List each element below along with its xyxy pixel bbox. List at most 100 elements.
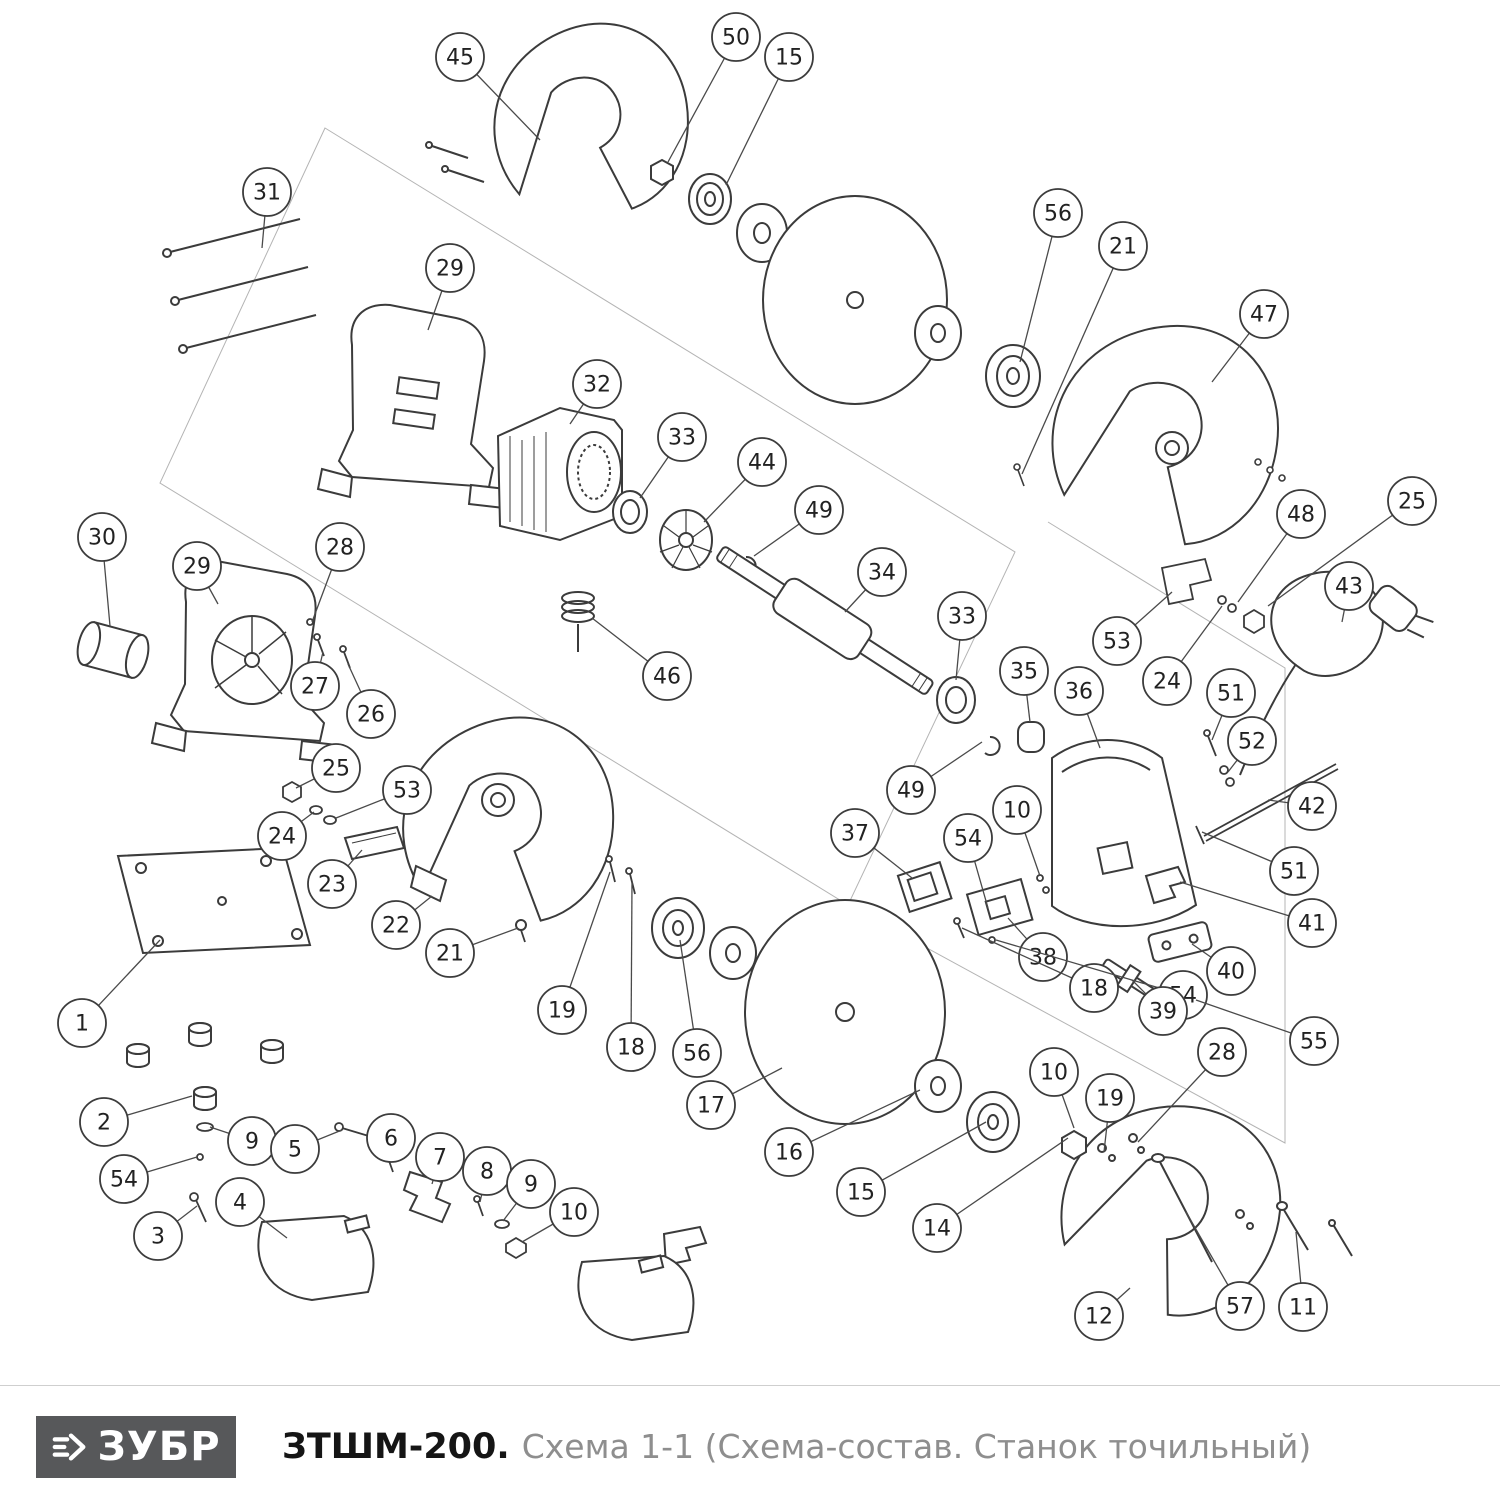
- callout-49: 49: [886, 741, 983, 815]
- callout-balloon: [257, 811, 307, 861]
- callout-40: 40: [1191, 943, 1256, 996]
- callout-number: 18: [617, 1036, 645, 1061]
- callout-52: 52: [1227, 716, 1277, 773]
- callout-49: 49: [753, 485, 844, 557]
- circlip-49b: [984, 735, 1001, 756]
- callout-balloon: [1138, 986, 1188, 1036]
- callout-balloon: [549, 1187, 599, 1237]
- callout-number: 29: [436, 257, 464, 282]
- guard-47-screws: [1013, 458, 1286, 487]
- callout-balloon: [572, 359, 622, 409]
- callout-14: 14: [912, 1137, 1069, 1253]
- callout-9: 9: [209, 1116, 277, 1166]
- callout-number: 24: [268, 825, 296, 850]
- callout-number: 9: [524, 1173, 538, 1198]
- callout-number: 33: [668, 426, 696, 451]
- callout-balloon: [425, 243, 475, 293]
- callout-10: 10: [992, 785, 1042, 877]
- callout-balloon: [1142, 656, 1192, 706]
- callout-50: 50: [667, 12, 761, 163]
- callout-balloon: [764, 32, 814, 82]
- callout-24: 24: [1142, 605, 1223, 706]
- callout-number: 53: [1103, 630, 1131, 655]
- motor-housing-29-bottom: [150, 560, 339, 765]
- callout-balloon: [1069, 963, 1119, 1013]
- callout-number: 33: [948, 605, 976, 630]
- callout-46: 46: [591, 617, 692, 701]
- callout-balloon: [382, 765, 432, 815]
- callout-number: 36: [1065, 680, 1093, 705]
- callout-balloon: [1287, 898, 1337, 948]
- model-number: ЗТШМ-200.: [282, 1427, 510, 1467]
- callout-balloon: [1206, 668, 1256, 718]
- callout-balloon: [290, 661, 340, 711]
- callout-54: 54: [943, 813, 993, 909]
- callout-number: 30: [88, 526, 116, 551]
- callout-number: 24: [1153, 670, 1181, 695]
- callout-57: 57: [1185, 1211, 1265, 1331]
- callout-19: 19: [537, 871, 611, 1035]
- callout-balloon: [1278, 1282, 1328, 1332]
- callout-balloon: [1387, 476, 1437, 526]
- callout-41: 41: [1179, 881, 1337, 948]
- callout-10: 10: [521, 1187, 599, 1243]
- callout-12: 12: [1074, 1287, 1131, 1341]
- callout-balloon: [366, 1113, 416, 1163]
- callout-number: 23: [318, 873, 346, 898]
- callout-number: 3: [151, 1225, 165, 1250]
- callout-34: 34: [844, 547, 907, 613]
- callout-number: 56: [683, 1042, 711, 1067]
- brand-arrow-icon: [53, 1433, 86, 1461]
- callout-number: 16: [775, 1141, 803, 1166]
- callout-balloon: [133, 1211, 183, 1261]
- callout-number: 46: [653, 665, 681, 690]
- callout-29: 29: [425, 243, 475, 331]
- callout-balloon: [642, 651, 692, 701]
- bearing-33b: [936, 676, 976, 724]
- footer-row: ЗУБР ЗТШМ-200.Схема 1-1 (Схема-состав. С…: [36, 1416, 1500, 1478]
- callout-number: 52: [1238, 730, 1266, 755]
- callout-number: 4: [233, 1191, 247, 1216]
- callout-6: 6: [366, 1113, 416, 1163]
- callout-55: 55: [1195, 999, 1339, 1066]
- callout-balloon: [1085, 1073, 1135, 1123]
- callout-number: 28: [326, 536, 354, 561]
- callout-balloon: [311, 743, 361, 793]
- callout-number: 2: [97, 1111, 111, 1136]
- callout-balloon: [711, 12, 761, 62]
- callout-balloon: [1227, 716, 1277, 766]
- callout-number: 18: [1080, 977, 1108, 1002]
- callout-10: 10: [1029, 1047, 1079, 1129]
- callout-number: 6: [384, 1127, 398, 1152]
- callout-balloon: [315, 522, 365, 572]
- callout-number: 11: [1289, 1296, 1317, 1321]
- callout-51: 51: [1206, 668, 1256, 741]
- callout-number: 10: [1040, 1061, 1068, 1086]
- eye-shield-4: [257, 1214, 375, 1302]
- callout-balloon: [307, 859, 357, 909]
- callout-balloon: [912, 1203, 962, 1253]
- callout-balloon: [172, 541, 222, 591]
- callout-number: 26: [357, 703, 385, 728]
- callout-47: 47: [1211, 289, 1289, 383]
- callout-number: 47: [1250, 303, 1278, 328]
- callout-19: 19: [1085, 1073, 1135, 1153]
- callout-15: 15: [836, 1121, 987, 1217]
- callout-number: 40: [1217, 960, 1245, 985]
- callout-4: 4: [215, 1177, 288, 1239]
- callout-38: 38: [1007, 917, 1068, 982]
- callout-balloon: [606, 1022, 656, 1072]
- callout-number: 9: [245, 1130, 259, 1155]
- callout-balloon: [836, 1167, 886, 1217]
- callout-balloon: [1324, 561, 1374, 611]
- callout-balloon: [886, 765, 936, 815]
- callout-balloon: [1206, 946, 1256, 996]
- brand-logo: ЗУБР: [36, 1416, 236, 1478]
- callout-15: 15: [725, 32, 814, 186]
- callout-balloon: [346, 689, 396, 739]
- callout-number: 43: [1335, 575, 1363, 600]
- callout-balloon: [686, 1080, 736, 1130]
- callout-number: 34: [868, 561, 896, 586]
- long-bolts-31: [162, 141, 485, 354]
